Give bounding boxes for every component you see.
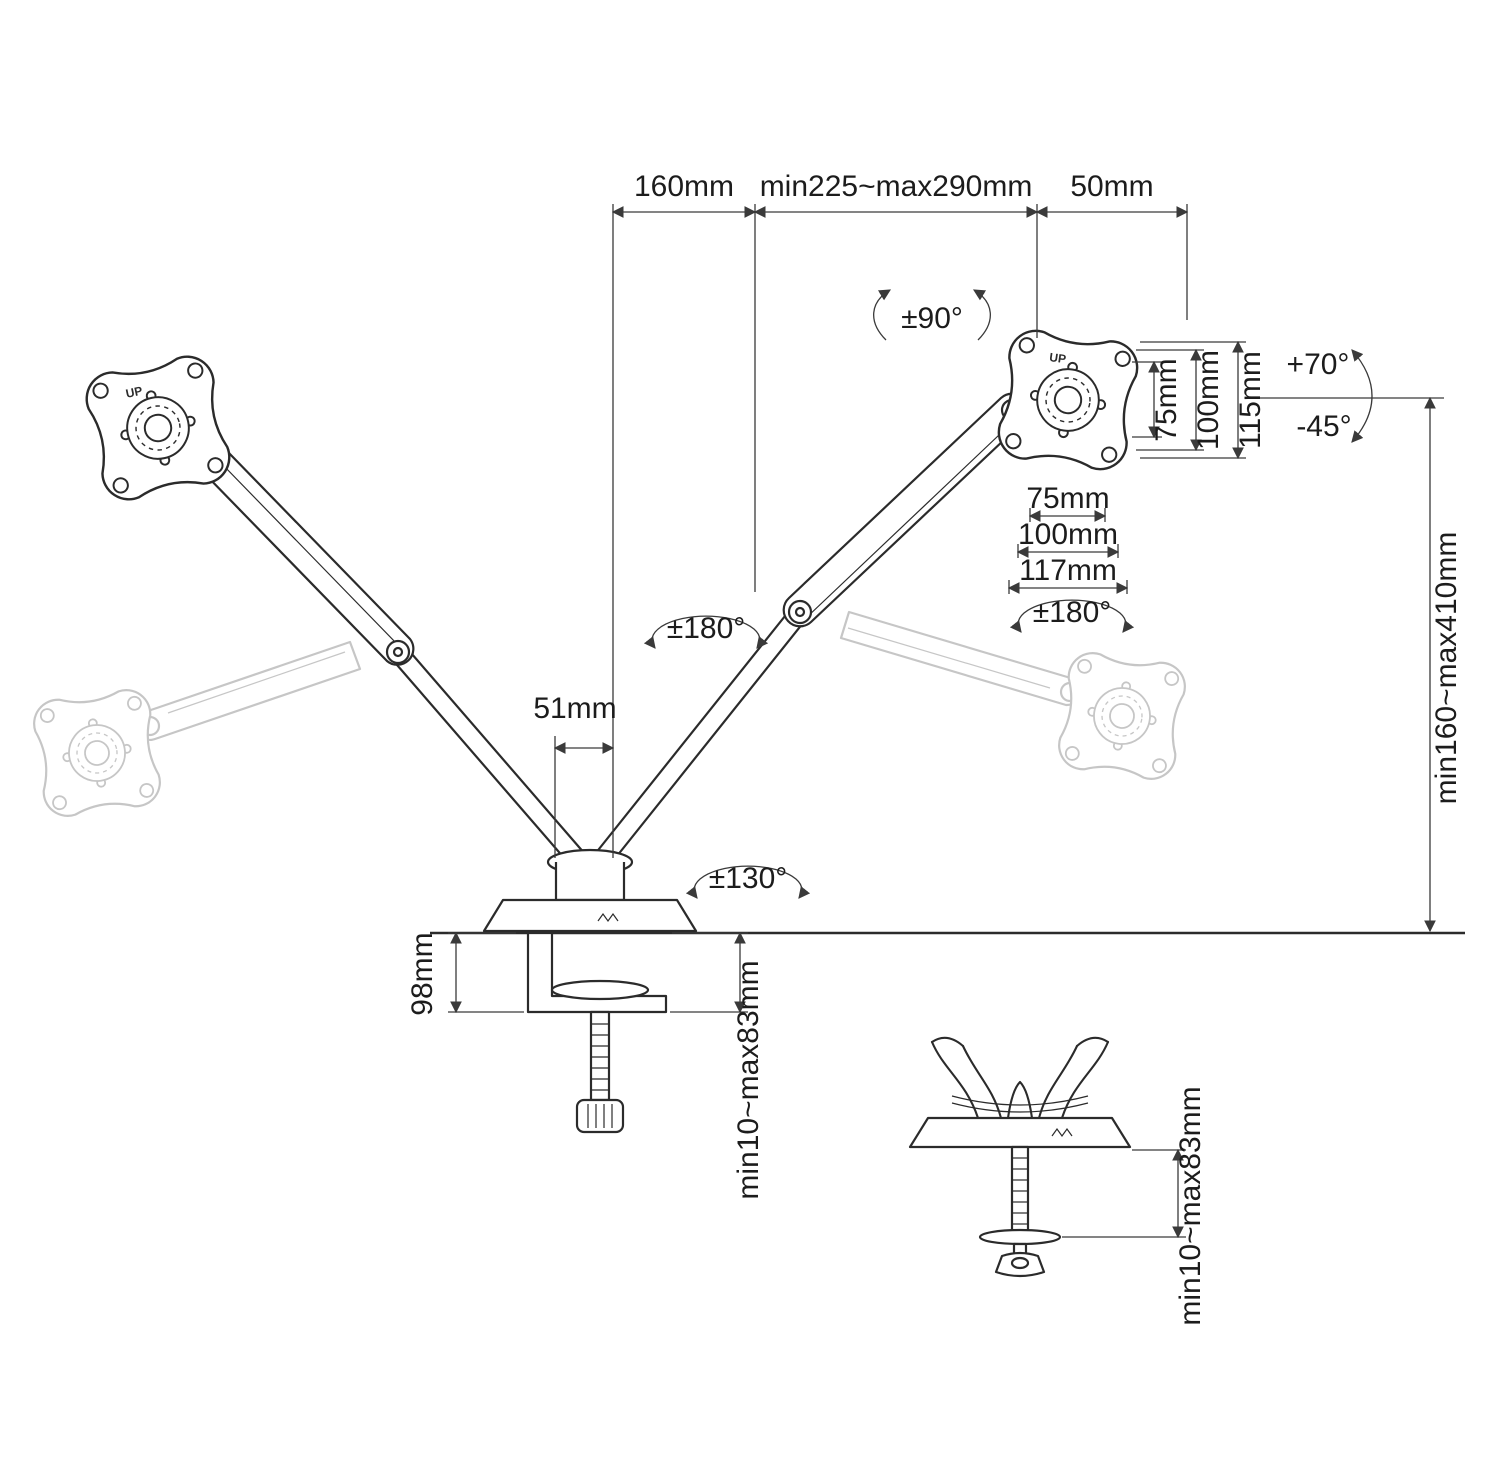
clamp-screw-threads [591, 1023, 609, 1091]
left-upper-arm [199, 446, 415, 666]
up-marking-right: UP [1048, 350, 1066, 366]
base-post [554, 862, 626, 902]
dim-label-rotation-90: ±90° [901, 302, 963, 335]
base-detail-view [908, 1036, 1132, 1278]
dim-plate-rotation: ±90° [873, 289, 991, 341]
ghost-positions [29, 610, 1190, 821]
clamp-pad [550, 979, 650, 1001]
dim-post-offset: 51mm [533, 692, 617, 858]
dim-label-vesa-v-115: 115mm [1234, 351, 1267, 449]
dim-label-vesa-h-75: 75mm [1026, 482, 1109, 515]
detail-screw-threads [1012, 1157, 1028, 1225]
dim-label-desk-thickness-detail: min10~max83mm [1174, 1086, 1207, 1325]
left-lower-arm [389, 644, 587, 868]
clamp-screw-shaft [589, 1010, 611, 1102]
dim-label-98mm: 98mm [406, 932, 439, 1015]
base-plate-marking [597, 912, 619, 923]
ghost-vesa-plate-left [29, 685, 165, 821]
vesa-plate-right [994, 326, 1142, 474]
dim-vesa-horizontal: 75mm 100mm 117mm [1007, 482, 1129, 594]
dim-label-swivel-180-right: ±180° [1033, 596, 1112, 629]
dim-desk-thickness-detail: min10~max83mm [1062, 1086, 1207, 1326]
dim-label-vesa-h-117: 117mm [1019, 554, 1117, 587]
detail-base-marking [1051, 1127, 1073, 1138]
dim-top-widths: 160mm min225~max290mm 50mm [611, 170, 1189, 858]
dim-label-tilt-up: +70° [1287, 348, 1350, 381]
dim-label-160mm: 160mm [634, 170, 734, 203]
dim-label-51mm: 51mm [533, 692, 616, 725]
dim-arm-swivel-right: ±180° [1009, 596, 1135, 633]
detail-base-plate [908, 1116, 1132, 1149]
dimension-annotations: 160mm min225~max290mm 50mm ±90° 75mm 100… [406, 170, 1463, 1326]
dim-label-50mm: 50mm [1070, 170, 1153, 203]
right-upper-arm [782, 392, 1030, 628]
up-marking-left: UP [124, 384, 143, 401]
base-plate [482, 898, 698, 933]
ghost-vesa-plate-right [1054, 648, 1190, 784]
detail-screw-shaft [1010, 1145, 1030, 1235]
dim-label-vesa-v-100: 100mm [1192, 350, 1225, 450]
dim-desk-thickness-main: min10~max83mm [670, 931, 765, 1200]
dim-height-range: min160~max410mm [1260, 396, 1463, 933]
clamp-knob [575, 1098, 625, 1134]
main-assembly: UP UP [80, 326, 1465, 1134]
dim-clamp-height: 98mm [406, 931, 524, 1016]
clamp-bracket [526, 931, 668, 1014]
dim-label-arm-reach-range: min225~max290mm [760, 170, 1033, 203]
dim-label-vesa-v-75: 75mm [1150, 358, 1183, 441]
dim-label-swivel-180-left: ±180° [667, 612, 746, 645]
dim-arm-swivel-left: ±180° [643, 612, 769, 649]
dim-base-swivel: ±130° [685, 862, 811, 899]
right-lower-arm [593, 604, 809, 868]
dim-tilt: +70° -45° [1287, 348, 1373, 443]
dim-label-desk-thickness-main: min10~max83mm [732, 960, 765, 1199]
dim-vesa-vertical: 75mm 100mm 115mm [1132, 340, 1267, 460]
dim-label-height-range: min160~max410mm [1430, 532, 1463, 805]
dim-label-tilt-down: -45° [1296, 410, 1351, 443]
dim-label-vesa-h-100: 100mm [1018, 518, 1118, 551]
dim-label-swivel-130: ±130° [709, 862, 788, 895]
ghost-left-arm [134, 640, 362, 741]
detail-washer [978, 1228, 1062, 1246]
clamp-knob-grip [587, 1104, 613, 1128]
vesa-plate-left [80, 350, 236, 506]
